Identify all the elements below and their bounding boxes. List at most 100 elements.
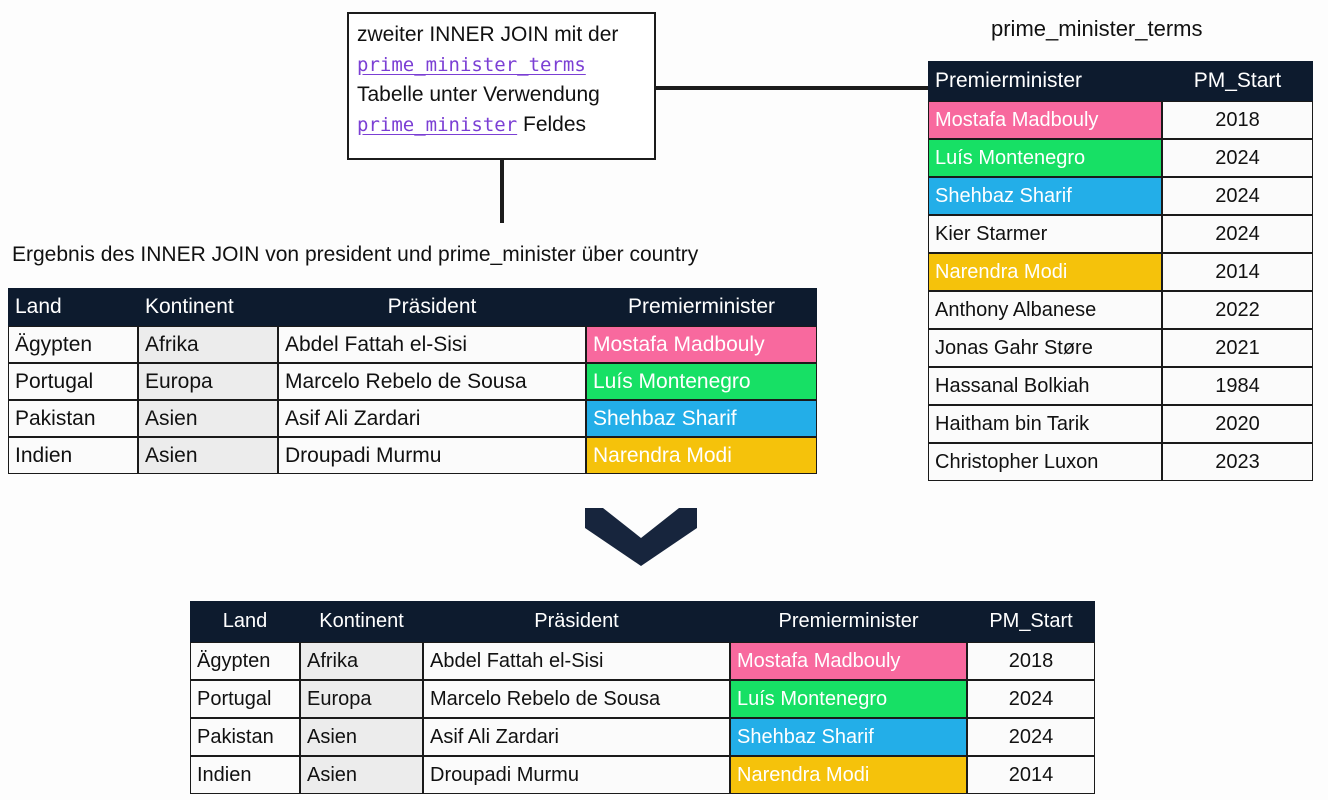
table-row: Shehbaz Sharif 2024 <box>928 177 1313 215</box>
table-row: Luís Montenegro 2024 <box>928 139 1313 177</box>
table-row: Christopher Luxon 2023 <box>928 443 1313 481</box>
cell-premierminister: Narendra Modi <box>928 253 1162 291</box>
prime-minister-terms-table: Premierminister PM_Start Mostafa Madboul… <box>928 61 1313 481</box>
table-row: Ägypten Afrika Abdel Fattah el-Sisi Most… <box>190 642 1095 680</box>
cell-land: Ägypten <box>8 326 138 363</box>
table-row: Ägypten Afrika Abdel Fattah el-Sisi Most… <box>8 326 817 363</box>
cell-pm-start: 2024 <box>1162 215 1313 253</box>
column-header-kontinent: Kontinent <box>300 601 423 642</box>
column-header-pm-start: PM_Start <box>967 601 1095 642</box>
callout-line-2: prime_minister_terms <box>357 50 646 80</box>
cell-pm-start: 2018 <box>1162 101 1313 139</box>
callout-line-3: Tabelle unter Verwendung <box>357 83 600 106</box>
table-row: Indien Asien Droupadi Murmu Narendra Mod… <box>8 437 817 474</box>
cell-premierminister: Mostafa Madbouly <box>928 101 1162 139</box>
cell-kontinent: Asien <box>138 437 278 474</box>
table-row: Portugal Europa Marcelo Rebelo de Sousa … <box>190 680 1095 718</box>
cell-land: Indien <box>8 437 138 474</box>
cell-premierminister: Shehbaz Sharif <box>586 400 817 437</box>
cell-land: Ägypten <box>190 642 300 680</box>
table-header-row: Land Kontinent Präsident Premierminister… <box>190 601 1095 642</box>
table-row: Jonas Gahr Støre 2021 <box>928 329 1313 367</box>
cell-pm-start: 2021 <box>1162 329 1313 367</box>
cell-praesident: Marcelo Rebelo de Sousa <box>423 680 730 718</box>
cell-kontinent: Afrika <box>138 326 278 363</box>
cell-pm-start: 2024 <box>1162 177 1313 215</box>
column-header-praesident: Präsident <box>278 288 586 326</box>
cell-premierminister: Luís Montenegro <box>928 139 1162 177</box>
cell-praesident: Asif Ali Zardari <box>423 718 730 756</box>
cell-premierminister: Haitham bin Tarik <box>928 405 1162 443</box>
callout-code-prime-minister-terms: prime_minister_terms <box>357 54 586 76</box>
table-row: Kier Starmer 2024 <box>928 215 1313 253</box>
table-row: Pakistan Asien Asif Ali Zardari Shehbaz … <box>190 718 1095 756</box>
chevron-down-icon <box>585 508 697 566</box>
cell-pm-start: 2014 <box>967 756 1095 794</box>
table-row: Narendra Modi 2014 <box>928 253 1313 291</box>
callout-code-prime-minister: prime_minister <box>357 114 518 136</box>
table-row: Indien Asien Droupadi Murmu Narendra Mod… <box>190 756 1095 794</box>
cell-praesident: Abdel Fattah el-Sisi <box>278 326 586 363</box>
cell-kontinent: Asien <box>138 400 278 437</box>
connector-line-vertical <box>500 160 504 223</box>
cell-praesident: Abdel Fattah el-Sisi <box>423 642 730 680</box>
right-table-caption: prime_minister_terms <box>991 16 1203 41</box>
cell-kontinent: Europa <box>138 363 278 400</box>
table-row: Portugal Europa Marcelo Rebelo de Sousa … <box>8 363 817 400</box>
column-header-premierminister: Premierminister <box>586 288 817 326</box>
cell-premierminister: Christopher Luxon <box>928 443 1162 481</box>
final-join-result-table: Land Kontinent Präsident Premierminister… <box>190 601 1095 794</box>
table-header-row: Land Kontinent Präsident Premierminister <box>8 288 817 326</box>
cell-pm-start: 2018 <box>967 642 1095 680</box>
cell-premierminister: Mostafa Madbouly <box>586 326 817 363</box>
cell-kontinent: Asien <box>300 718 423 756</box>
column-header-land: Land <box>190 601 300 642</box>
table-row: Anthony Albanese 2022 <box>928 291 1313 329</box>
cell-premierminister: Luís Montenegro <box>586 363 817 400</box>
cell-pm-start: 2024 <box>1162 139 1313 177</box>
column-header-land: Land <box>8 288 138 326</box>
cell-premierminister: Luís Montenegro <box>730 680 967 718</box>
cell-pm-start: 2024 <box>967 680 1095 718</box>
cell-premierminister: Jonas Gahr Støre <box>928 329 1162 367</box>
cell-praesident: Asif Ali Zardari <box>278 400 586 437</box>
column-header-praesident: Präsident <box>423 601 730 642</box>
callout-line-1: zweiter INNER JOIN mit der <box>357 23 619 46</box>
cell-land: Pakistan <box>8 400 138 437</box>
cell-kontinent: Afrika <box>300 642 423 680</box>
cell-premierminister: Kier Starmer <box>928 215 1162 253</box>
cell-pm-start: 2014 <box>1162 253 1313 291</box>
cell-premierminister: Hassanal Bolkiah <box>928 367 1162 405</box>
cell-premierminister: Narendra Modi <box>730 756 967 794</box>
cell-premierminister: Mostafa Madbouly <box>730 642 967 680</box>
cell-pm-start: 2024 <box>967 718 1095 756</box>
table-row: Pakistan Asien Asif Ali Zardari Shehbaz … <box>8 400 817 437</box>
cell-pm-start: 2022 <box>1162 291 1313 329</box>
cell-land: Portugal <box>8 363 138 400</box>
cell-praesident: Droupadi Murmu <box>423 756 730 794</box>
column-header-pm-start: PM_Start <box>1162 61 1313 101</box>
callout-line-4-suffix: Feldes <box>517 113 587 136</box>
inner-join-result-table: Land Kontinent Präsident Premierminister… <box>8 288 817 474</box>
cell-pm-start: 2023 <box>1162 443 1313 481</box>
cell-kontinent: Asien <box>300 756 423 794</box>
column-header-kontinent: Kontinent <box>138 288 278 326</box>
cell-pm-start: 1984 <box>1162 367 1313 405</box>
cell-praesident: Droupadi Murmu <box>278 437 586 474</box>
middle-table-caption: Ergebnis des INNER JOIN von president un… <box>12 243 699 266</box>
table-row: Hassanal Bolkiah 1984 <box>928 367 1313 405</box>
cell-praesident: Marcelo Rebelo de Sousa <box>278 363 586 400</box>
cell-land: Pakistan <box>190 718 300 756</box>
table-row: Haitham bin Tarik 2020 <box>928 405 1313 443</box>
cell-land: Indien <box>190 756 300 794</box>
column-header-premierminister: Premierminister <box>730 601 967 642</box>
cell-land: Portugal <box>190 680 300 718</box>
inner-join-callout-box: zweiter INNER JOIN mit der prime_ministe… <box>347 12 656 160</box>
callout-line-4: prime_minister Feldes <box>357 110 646 140</box>
cell-premierminister: Narendra Modi <box>586 437 817 474</box>
cell-pm-start: 2020 <box>1162 405 1313 443</box>
table-row: Mostafa Madbouly 2018 <box>928 101 1313 139</box>
cell-premierminister: Shehbaz Sharif <box>928 177 1162 215</box>
table-header-row: Premierminister PM_Start <box>928 61 1313 101</box>
column-header-premierminister: Premierminister <box>928 61 1162 101</box>
